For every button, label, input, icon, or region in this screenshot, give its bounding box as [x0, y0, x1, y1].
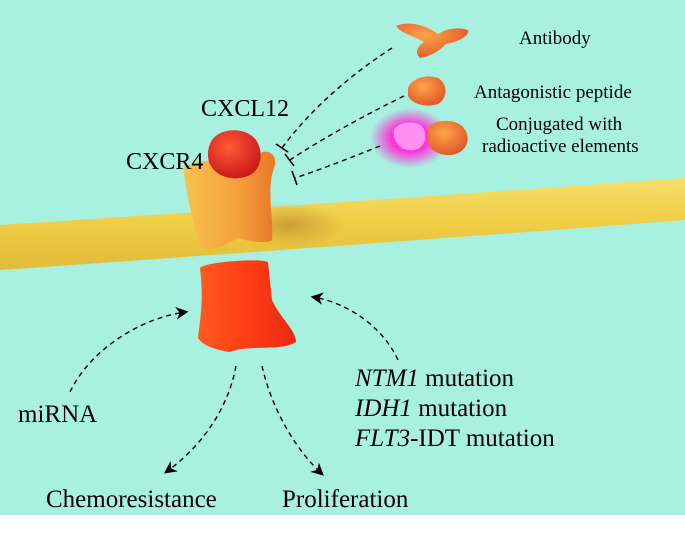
cxcr4-intracellular-domain: [198, 260, 296, 352]
peptide-inhibition-bar: [284, 153, 295, 167]
antibody-shape: [396, 23, 469, 58]
peptide-inhibition-line: [289, 95, 405, 161]
cxcl12-ligand: [208, 130, 261, 179]
mutation-idh1-gene: IDH1: [355, 395, 412, 422]
antagonistic-peptide-shape: [408, 76, 446, 106]
mirna-label: miRNA: [18, 401, 98, 428]
chemoresistance-arrow: [163, 365, 237, 474]
antagonistic-peptide-label: Antagonistic peptide: [474, 82, 632, 103]
conjugated-label-line1: Conjugated with: [496, 114, 623, 135]
mutation-flt3: FLT3-IDT mutation: [355, 426, 555, 451]
proliferation-label: Proliferation: [282, 486, 409, 513]
cxcr4-receptor-body: [183, 151, 276, 251]
mutation-idh1: IDH1 mutation: [355, 396, 507, 421]
mutation-flt3-gene: FLT3: [355, 425, 411, 452]
proliferation-arrow: [261, 365, 324, 476]
mirna-arrow: [69, 307, 189, 393]
mutation-flt3-suffix: -IDT mutation: [410, 425, 555, 452]
cxcl12-label: CXCL12: [201, 96, 290, 122]
conjugate-inhibition-line: [294, 145, 381, 179]
chemoresistance-label: Chemoresistance: [46, 486, 217, 513]
mutation-ntm1-suffix: mutation: [418, 365, 515, 392]
mutation-ntm1: NTM1 mutation: [355, 366, 514, 391]
antibody-label: Antibody: [519, 28, 591, 49]
antibody-inhibition-line: [281, 47, 393, 149]
conjugated-label-line2: radioactive elements: [482, 136, 639, 157]
antibody-inhibition-bar: [275, 143, 289, 153]
conjugate-inhibition-bar: [291, 170, 298, 186]
mutation-idh1-suffix: mutation: [411, 395, 508, 422]
radioactive-element: [393, 122, 426, 151]
cxcr4-label: CXCR4: [126, 149, 204, 175]
mutation-ntm1-gene: NTM1: [355, 365, 419, 392]
mutations-arrow: [310, 292, 399, 361]
conjugated-peptide: [428, 120, 468, 156]
